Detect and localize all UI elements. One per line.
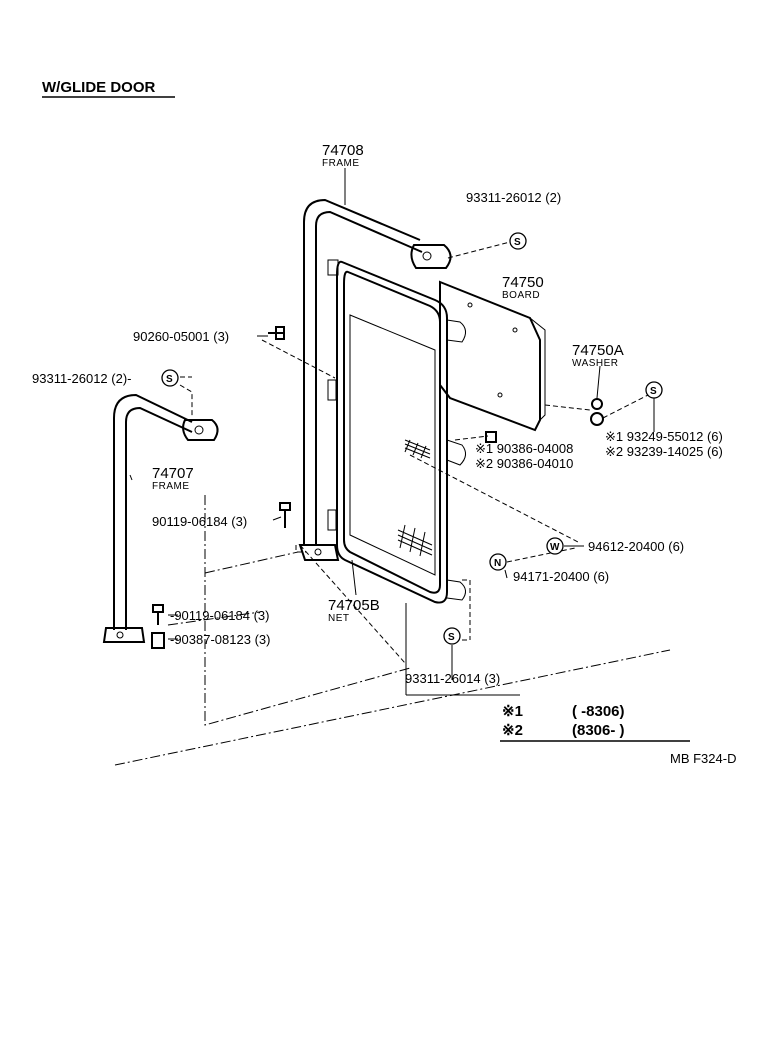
part-74750-number: 74750 xyxy=(502,274,544,291)
part-74705b-name: NET xyxy=(328,613,350,624)
part-74707-name: FRAME xyxy=(152,481,190,492)
bolt-90119-a-drawing xyxy=(279,502,291,528)
callout-90260-05001: 90260-05001 (3) xyxy=(133,329,229,344)
pin-90386-drawing xyxy=(485,431,497,443)
board-74750-drawing xyxy=(439,280,546,432)
callout-93249-55012: ※1 93249-55012 (6) xyxy=(605,429,723,444)
bolt-90119-b-drawing xyxy=(152,604,164,625)
callout-94612-20400: 94612-20400 (6) xyxy=(588,539,684,554)
note-1-mark: ※1 xyxy=(502,703,523,720)
note-2-mark: ※2 xyxy=(502,722,523,739)
note-1-range: ( -8306) xyxy=(572,703,625,720)
callout-94171-20400: 94171-20400 (6) xyxy=(513,569,609,584)
part-74708-number: 74708 xyxy=(322,142,364,159)
diagram-title: W/GLIDE DOOR xyxy=(42,79,155,96)
part-74750-name: BOARD xyxy=(502,290,540,301)
washer-74750a-drawing xyxy=(590,398,604,426)
part-74705b-number: 74705B xyxy=(328,597,380,614)
part-74708-name: FRAME xyxy=(322,158,360,169)
callout-90386-04010: ※2 90386-04010 xyxy=(475,456,573,471)
callout-93239-14025: ※2 93239-14025 (6) xyxy=(605,444,723,459)
diagram-code: MB F324-D xyxy=(670,751,736,766)
svg-text:S: S xyxy=(650,386,657,397)
part-74750a-name: WASHER xyxy=(572,358,619,369)
bolt-90260-drawing xyxy=(268,326,285,340)
callout-90119-06184-b: -90119-06184 (3) xyxy=(170,608,270,623)
callout-93311-26012-top: 93311-26012 (2) xyxy=(466,190,561,205)
symbol-w: W xyxy=(546,537,564,555)
frame-74707-drawing xyxy=(102,393,219,643)
net-74705b-drawing xyxy=(336,260,466,604)
svg-text:S: S xyxy=(166,374,173,385)
callout-93311-26014: 93311-26014 (3) xyxy=(405,671,500,686)
callout-90119-06184-a: 90119-06184 (3) xyxy=(152,514,247,529)
svg-text:S: S xyxy=(448,632,455,643)
callout-93311-26012-left: 93311-26012 (2)- xyxy=(32,371,132,386)
symbol-s-bottom: S xyxy=(443,627,461,645)
leader-lines xyxy=(114,168,671,766)
part-74707-number: 74707 xyxy=(152,465,194,482)
symbol-n: N xyxy=(489,553,507,571)
svg-text:S: S xyxy=(514,237,521,248)
symbol-s-right: S xyxy=(645,381,663,399)
svg-text:N: N xyxy=(494,558,501,569)
symbol-s-top: S xyxy=(509,232,527,250)
frame-74708-drawing xyxy=(298,198,452,561)
note-2-range: (8306- ) xyxy=(572,722,625,739)
callout-90386-04008: ※1 90386-04008 xyxy=(475,441,573,456)
callout-90387-08123: -90387-08123 (3) xyxy=(170,632,270,647)
part-74750a-number: 74750A xyxy=(572,342,624,359)
svg-text:W: W xyxy=(550,542,560,553)
collar-90387-drawing xyxy=(151,632,165,649)
symbol-s-left: S xyxy=(161,369,179,387)
